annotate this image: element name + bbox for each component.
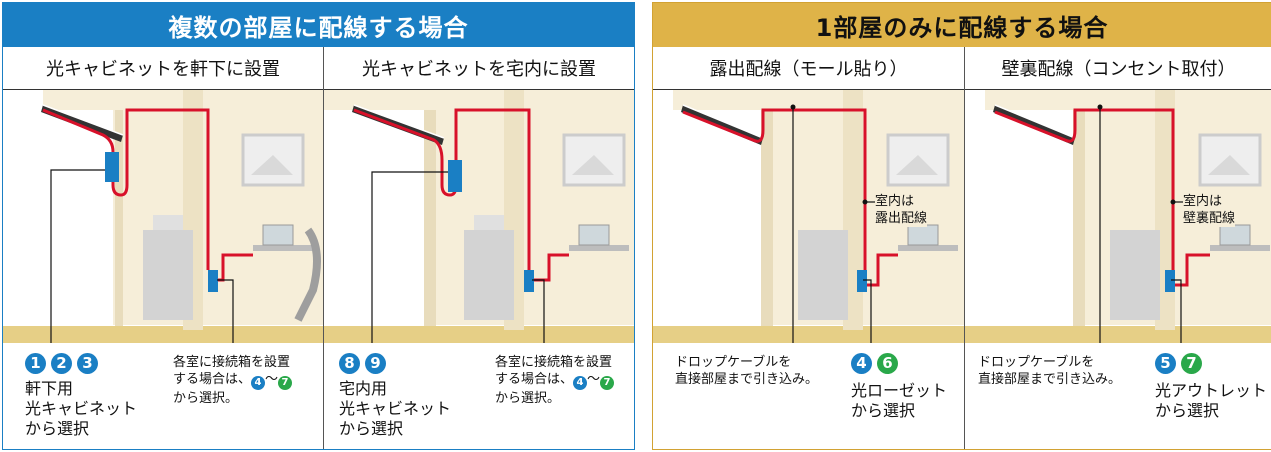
column-divider <box>964 47 965 449</box>
exposed-wiring-illustration <box>653 90 964 343</box>
in-wall-wiring-illustration <box>965 90 1271 343</box>
number-badge: 4 <box>573 376 588 390</box>
label-line: 室内は <box>1183 194 1223 209</box>
number-badge: 8 <box>339 353 360 374</box>
rosette-caption: 光ローゼット から選択 <box>851 381 947 421</box>
indoor-cabinet-illustration <box>324 90 634 343</box>
column-divider <box>323 47 324 449</box>
note-text: する場合は、 <box>173 372 252 387</box>
number-badge: 5 <box>1155 353 1176 374</box>
range-tilde: ～ <box>265 372 279 387</box>
note-line: する場合は、4～7 <box>173 371 293 390</box>
caption-line: から選択 <box>851 401 916 420</box>
exposed-wiring-label: 室内は 露出配線 <box>875 193 928 227</box>
note-line: ドロップケーブルを <box>675 355 792 370</box>
caption-line: から選択 <box>339 419 404 438</box>
rosette-numbers: 4 6 <box>851 353 898 374</box>
in-wall-wiring-header: 壁裏配線（コンセント取付） <box>965 47 1271 90</box>
note-line: する場合は、4～7 <box>495 371 615 390</box>
multi-room-panel: 複数の部屋に配線する場合 光キャビネットを軒下に設置 光キャビネットを宅内に設置 <box>2 2 635 450</box>
single-room-panel: 1部屋のみに配線する場合 露出配線（モール貼り） 壁裏配線（コンセント取付） <box>652 2 1271 450</box>
outlet-caption: 光アウトレット から選択 <box>1155 381 1267 421</box>
number-badge: 7 <box>278 376 293 390</box>
multi-room-title: 複数の部屋に配線する場合 <box>3 3 634 47</box>
caption-line: 光キャビネット <box>25 399 138 418</box>
indoor-junction-note: 各室に接続箱を設置 する場合は、4～7 から選択。 <box>495 354 615 407</box>
number-badge: 1 <box>25 353 46 374</box>
exposed-drop-cable-note: ドロップケーブルを 直接部屋まで引き込み。 <box>675 354 818 388</box>
range-tilde: ～ <box>587 372 601 387</box>
label-line: 露出配線 <box>875 211 928 226</box>
caption-line: 光アウトレット <box>1155 381 1268 400</box>
note-line: 各室に接続箱を設置 <box>495 355 613 370</box>
caption-line: 光キャビネット <box>339 399 452 418</box>
outlet-numbers: 5 7 <box>1155 353 1202 374</box>
indoor-cabinet-header: 光キャビネットを宅内に設置 <box>324 47 634 90</box>
eaves-cabinet-header: 光キャビネットを軒下に設置 <box>3 47 323 90</box>
caption-line: 光ローゼット <box>851 381 948 400</box>
indoor-cabinet-caption: 宅内用 光キャビネット から選択 <box>339 379 451 439</box>
number-badge: 7 <box>600 376 615 390</box>
eaves-cabinet-numbers: 1 2 3 <box>25 353 98 374</box>
caption-line: 宅内用 <box>339 379 388 398</box>
eaves-cabinet-illustration <box>3 90 323 343</box>
number-badge: 3 <box>77 353 98 374</box>
note-line: 直接部屋まで引き込み。 <box>675 372 819 387</box>
number-badge: 4 <box>251 376 266 390</box>
caption-line: から選択 <box>1155 401 1220 420</box>
eaves-cabinet-caption: 軒下用 光キャビネット から選択 <box>25 379 137 439</box>
number-badge: 6 <box>877 353 898 374</box>
note-text: する場合は、 <box>495 372 574 387</box>
number-badge: 2 <box>51 353 72 374</box>
exposed-wiring-header: 露出配線（モール貼り） <box>653 47 964 90</box>
in-wall-wiring-label: 室内は 壁裏配線 <box>1183 193 1236 227</box>
label-line: 壁裏配線 <box>1183 211 1236 226</box>
indoor-cabinet-numbers: 8 9 <box>339 353 386 374</box>
caption-line: から選択 <box>25 419 90 438</box>
single-room-title: 1部屋のみに配線する場合 <box>653 3 1271 47</box>
note-line: から選択。 <box>495 391 561 406</box>
note-line: 直接部屋まで引き込み。 <box>978 372 1122 387</box>
number-badge: 7 <box>1181 353 1202 374</box>
note-line: から選択。 <box>173 391 239 406</box>
caption-line: 軒下用 <box>25 379 74 398</box>
number-badge: 4 <box>851 353 872 374</box>
label-line: 室内は <box>875 194 915 209</box>
eaves-junction-note: 各室に接続箱を設置 する場合は、4～7 から選択。 <box>173 354 293 407</box>
number-badge: 9 <box>365 353 386 374</box>
in-wall-drop-cable-note: ドロップケーブルを 直接部屋まで引き込み。 <box>978 354 1121 388</box>
note-line: 各室に接続箱を設置 <box>173 355 291 370</box>
note-line: ドロップケーブルを <box>978 355 1095 370</box>
